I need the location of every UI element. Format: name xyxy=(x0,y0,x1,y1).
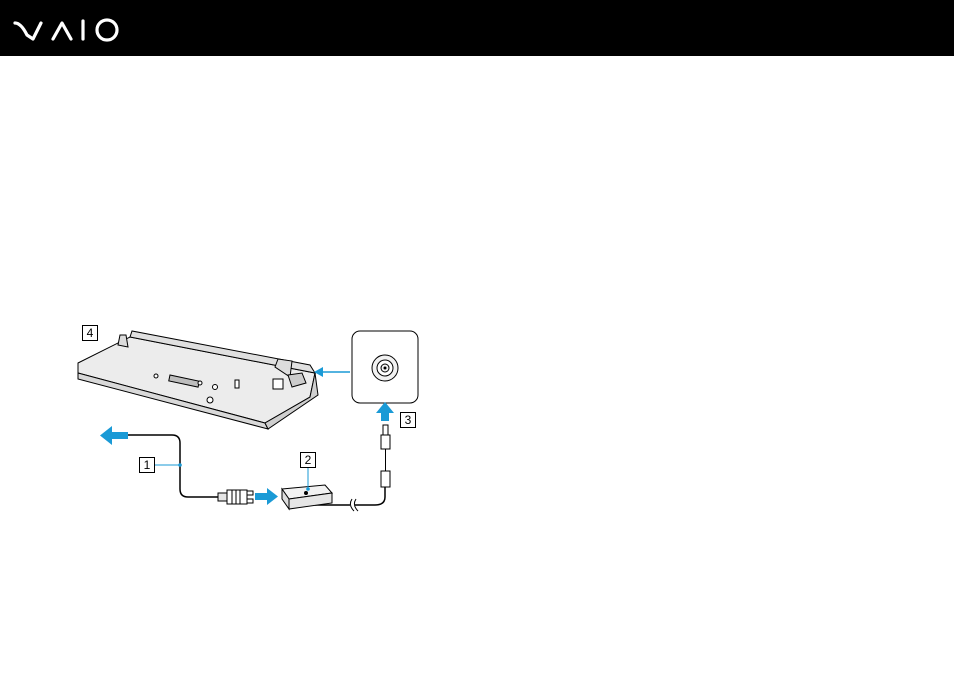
vaio-logo xyxy=(13,15,123,43)
arrow-to-adapter-icon xyxy=(255,488,278,505)
callout-2: 2 xyxy=(300,452,316,468)
ac-plug-icon xyxy=(218,490,253,504)
callout-1: 1 xyxy=(139,457,155,473)
docking-station-connection-figure: 4 1 2 3 xyxy=(70,325,430,525)
docking-station-illustration xyxy=(70,325,430,525)
header-bar xyxy=(0,0,954,56)
docking-station-icon xyxy=(78,331,318,429)
callout-3: 3 xyxy=(400,412,416,428)
dc-in-port-zoom xyxy=(352,331,418,403)
dc-plug-icon xyxy=(381,425,390,487)
callout-4: 4 xyxy=(82,325,98,341)
arrow-up-icon xyxy=(376,402,394,421)
arrow-to-dock-icon xyxy=(314,367,350,377)
arrow-to-outlet-icon xyxy=(100,426,128,445)
dc-cable xyxy=(355,487,385,505)
